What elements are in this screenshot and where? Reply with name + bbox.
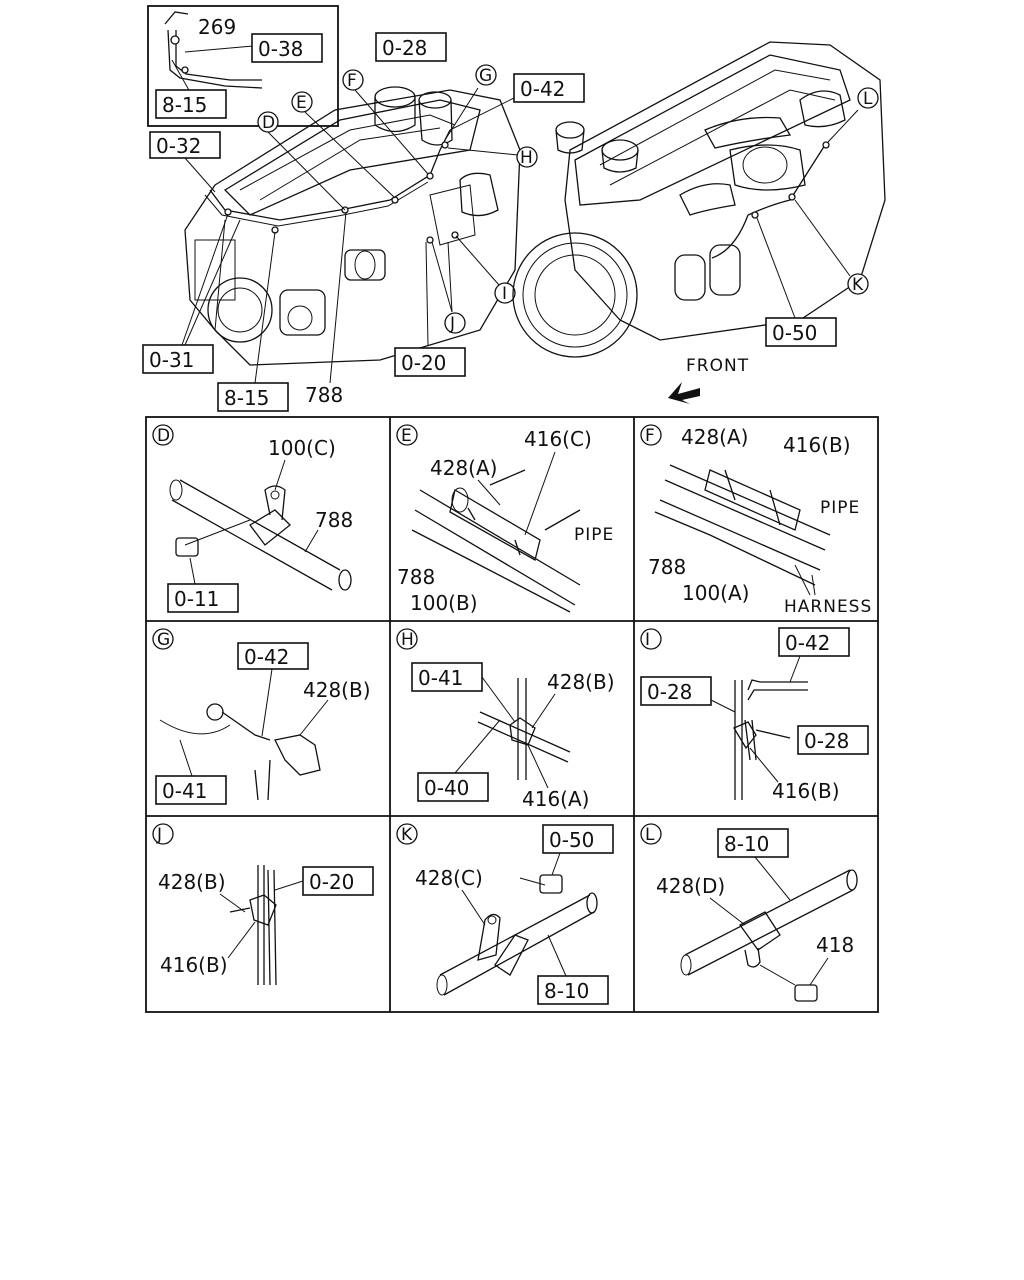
panel-l-letter: L bbox=[645, 825, 655, 845]
label-0-31: 0-31 bbox=[149, 348, 194, 372]
panel-j-428b: 428(B) bbox=[158, 870, 226, 894]
panel-e-428a: 428(A) bbox=[430, 456, 497, 480]
harness-route bbox=[209, 129, 451, 221]
label-788: 788 bbox=[305, 383, 343, 407]
panel-d-letter: D bbox=[157, 426, 171, 446]
detail-panel-l: L 8-10 428(D) 418 bbox=[640, 823, 858, 1002]
panel-g-0-41: 0-41 bbox=[162, 779, 207, 803]
label-0-38: 0-38 bbox=[258, 37, 303, 61]
panel-k-letter: K bbox=[401, 825, 413, 845]
panel-e-letter: E bbox=[401, 426, 413, 446]
panel-k-8-10: 8-10 bbox=[544, 979, 589, 1003]
panel-e-416c: 416(C) bbox=[524, 427, 592, 451]
engine-right-view: L K 0-50 FRONT bbox=[512, 41, 886, 404]
panel-i-416b: 416(B) bbox=[772, 779, 840, 803]
inset-pipe bbox=[164, 11, 263, 89]
panel-e-100b: 100(B) bbox=[410, 591, 478, 615]
callout-h: H bbox=[520, 148, 534, 168]
panel-g-letter: G bbox=[157, 630, 171, 650]
panel-d-100c: 100(C) bbox=[268, 436, 336, 460]
label-0-32: 0-32 bbox=[156, 134, 201, 158]
panel-e-788: 788 bbox=[397, 565, 435, 589]
callout-f: F bbox=[347, 71, 358, 91]
panel-h-letter: H bbox=[401, 630, 415, 650]
detail-panel-g: G 0-42 428(B) 0-41 bbox=[152, 628, 371, 805]
callout-d: D bbox=[262, 113, 276, 133]
engine-left-view: D E F G H I J 0-28 0-42 0-32 0-31 8-15 7… bbox=[142, 32, 585, 412]
label-269: 269 bbox=[198, 15, 236, 39]
label-0-28: 0-28 bbox=[382, 36, 427, 60]
panel-g-428b: 428(B) bbox=[303, 678, 371, 702]
label-8-15: 8-15 bbox=[224, 386, 269, 410]
detail-panel-k: K 0-50 428(C) 8-10 bbox=[396, 823, 614, 1005]
inset-frame bbox=[147, 5, 339, 127]
panel-i-0-42: 0-42 bbox=[785, 631, 830, 655]
detail-panel-h: H 0-41 428(B) 0-40 416(A) bbox=[396, 628, 615, 811]
panel-e-pipe: PIPE bbox=[574, 525, 614, 545]
panel-j-416b: 416(B) bbox=[160, 953, 228, 977]
callout-j: J bbox=[449, 314, 456, 334]
panel-h-428b: 428(B) bbox=[547, 670, 615, 694]
panel-h-416a: 416(A) bbox=[522, 787, 589, 811]
label-0-42: 0-42 bbox=[520, 77, 565, 101]
callout-i: I bbox=[502, 284, 508, 304]
detail-panel-d: D 100(C) 788 0-11 bbox=[152, 424, 353, 613]
panel-g-0-42: 0-42 bbox=[244, 645, 289, 669]
panel-j-0-20: 0-20 bbox=[309, 870, 354, 894]
panel-f-pipe: PIPE bbox=[820, 498, 860, 518]
callout-l: L bbox=[863, 89, 873, 109]
panel-k-428c: 428(C) bbox=[415, 866, 483, 890]
detail-panel-i: I 0-42 0-28 0-28 416(B) bbox=[640, 627, 869, 803]
panel-l-428d: 428(D) bbox=[656, 874, 725, 898]
detail-panel-f: F 428(A) 416(B) PIPE 788 100(A) HARNESS bbox=[640, 424, 872, 617]
panel-f-416b: 416(B) bbox=[783, 433, 851, 457]
panel-h-0-41: 0-41 bbox=[418, 666, 463, 690]
right-harness bbox=[747, 144, 826, 216]
panel-d-0-11: 0-11 bbox=[174, 587, 219, 611]
label-front: FRONT bbox=[686, 356, 749, 376]
panel-f-harness: HARNESS bbox=[784, 597, 872, 617]
detail-grid bbox=[145, 416, 879, 1013]
panel-d-788: 788 bbox=[315, 508, 353, 532]
panel-l-418: 418 bbox=[816, 933, 854, 957]
panel-f-788: 788 bbox=[648, 555, 686, 579]
callout-e: E bbox=[296, 93, 308, 113]
label-0-50: 0-50 bbox=[772, 321, 817, 345]
label-0-20: 0-20 bbox=[401, 351, 446, 375]
label-8-15-inset: 8-15 bbox=[162, 93, 207, 117]
inset-pipe-2 bbox=[175, 30, 262, 81]
panel-f-428a: 428(A) bbox=[681, 425, 748, 449]
panel-h-0-40: 0-40 bbox=[424, 776, 469, 800]
callout-k: K bbox=[852, 275, 864, 295]
panel-f-100a: 100(A) bbox=[682, 581, 749, 605]
detail-panel-j: J 428(B) 0-20 416(B) bbox=[152, 823, 374, 986]
inset-detail: 269 0-38 8-15 bbox=[147, 5, 339, 127]
panel-i-0-28-right: 0-28 bbox=[804, 729, 849, 753]
panel-i-letter: I bbox=[645, 630, 651, 650]
detail-panel-e: E 416(C) 428(A) PIPE 788 100(B) bbox=[396, 424, 614, 615]
panel-i-0-28-left: 0-28 bbox=[647, 680, 692, 704]
callout-g: G bbox=[479, 66, 493, 86]
panel-l-8-10: 8-10 bbox=[724, 832, 769, 856]
front-arrow-icon bbox=[668, 382, 700, 404]
panel-k-0-50: 0-50 bbox=[549, 828, 594, 852]
panel-j-letter: J bbox=[156, 825, 163, 845]
panel-f-letter: F bbox=[645, 426, 656, 446]
